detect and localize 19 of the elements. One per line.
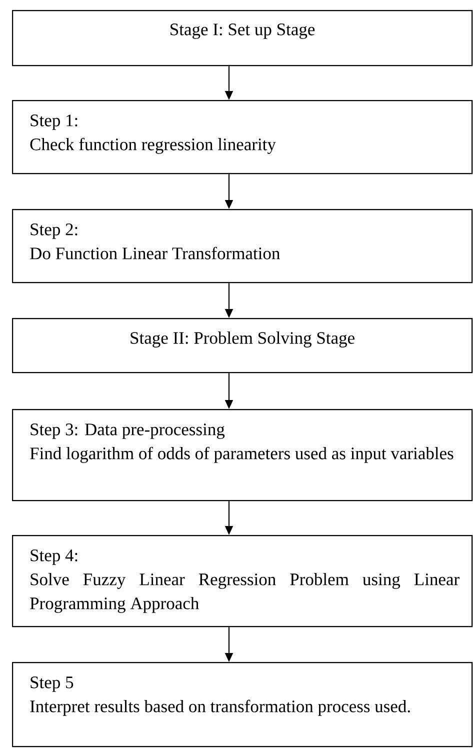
step-description: Do Function Linear Transformation	[30, 246, 280, 260]
process-box	[12, 100, 473, 174]
step-heading: Step 2:	[30, 224, 78, 239]
step-description: Find logarithm of odds of parameters used as input variables	[30, 446, 454, 463]
step-heading: Step 5	[30, 676, 74, 692]
process-box	[12, 209, 473, 284]
step-heading: Step 3: Data pre-processing	[30, 424, 225, 439]
step-heading: Step 4:	[30, 550, 78, 565]
step-description: Check function regression linearity	[30, 138, 276, 154]
stage-title: Stage II: Problem Solving Stage	[130, 332, 354, 348]
process-box	[12, 318, 473, 374]
process-box	[12, 662, 473, 748]
step-heading: Step 1:	[30, 114, 78, 130]
process-box	[12, 535, 473, 628]
step-description: Interpret results based on transformation process used.	[30, 700, 410, 716]
process-box	[12, 10, 473, 66]
stage-title: Stage I: Set up Stage	[170, 24, 315, 39]
step-description: Solve Fuzzy Linear Regression Problem using Linear Programming Approach	[30, 573, 460, 613]
process-box	[12, 409, 473, 502]
